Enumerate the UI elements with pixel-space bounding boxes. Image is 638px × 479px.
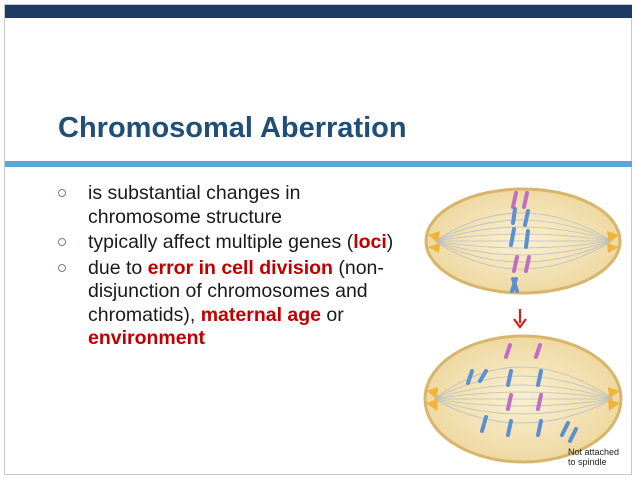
- bullet-circle-icon: [58, 238, 66, 246]
- upper-cell: [424, 187, 622, 295]
- bullet-highlight: error in cell division: [147, 256, 333, 279]
- bullet-item: typically affect multiple genes (loci): [58, 231, 418, 255]
- figure-caption-line-1: Not attached: [568, 447, 619, 457]
- bullet-segment: ): [386, 231, 394, 253]
- bullet-circle-icon: [58, 189, 66, 197]
- centrosome-right: [607, 231, 619, 253]
- spindle-fibers: [434, 212, 613, 270]
- chromosomes: [466, 343, 578, 443]
- bullet-highlight: environment: [88, 327, 206, 349]
- bullet-segment: or: [321, 303, 344, 326]
- bullet-text: is substantial changes in chromosome str…: [88, 182, 300, 228]
- cell-division-illustration: Not attached to spindle: [423, 187, 623, 467]
- chromosomes: [509, 191, 531, 293]
- bullet-item: due to error in cell division (non-disju…: [58, 257, 418, 351]
- lower-cell: Not attached to spindle: [423, 334, 623, 467]
- bullet-text: due to error in cell division (non-disju…: [88, 257, 384, 350]
- bullet-list: is substantial changes in chromosome str…: [58, 182, 418, 353]
- bullet-segment: due to: [88, 256, 148, 279]
- centrosome-left: [428, 231, 440, 253]
- bullet-text: typically affect multiple genes (loci): [88, 231, 393, 253]
- spindle-fibers: [433, 366, 614, 424]
- bullet-segment: (non-disjunction of chromosomes and chro…: [88, 256, 384, 326]
- bullet-item: is substantial changes in chromosome str…: [58, 182, 418, 229]
- cell-division-figure: Not attached to spindle: [420, 185, 630, 470]
- bullet-highlight: maternal age: [200, 303, 322, 326]
- figure-caption-line-2: to spindle: [568, 457, 607, 467]
- centrosome-left: [426, 387, 438, 411]
- bullet-highlight: loci: [353, 231, 387, 253]
- down-arrow-icon: [513, 309, 527, 329]
- centrosome-right: [608, 387, 620, 411]
- slide-title: Chromosomal Aberration: [58, 112, 407, 144]
- title-divider: [5, 161, 632, 167]
- bullet-segment: typically affect multiple genes (: [88, 231, 354, 253]
- bullet-circle-icon: [58, 263, 66, 272]
- header-bar: [5, 5, 632, 18]
- bullet-segment: is substantial changes in chromosome str…: [88, 182, 301, 228]
